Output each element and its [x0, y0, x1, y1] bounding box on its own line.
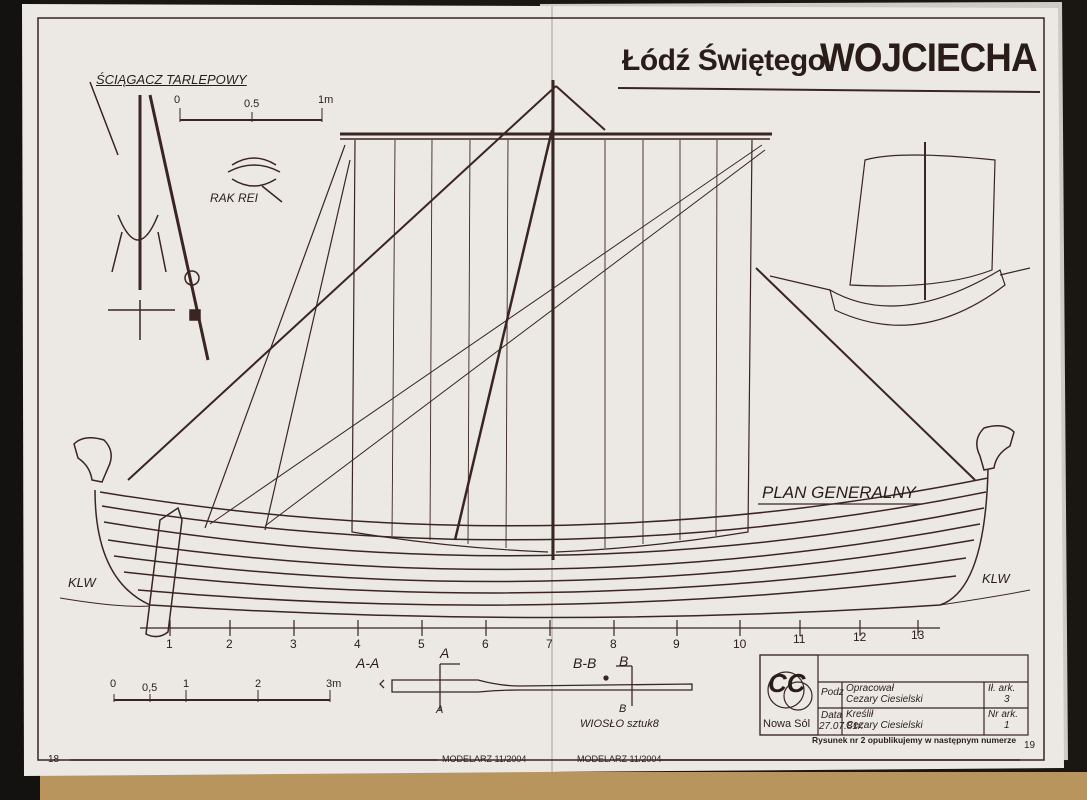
sciagacz-detail	[89, 81, 210, 361]
page-number-right: 19	[1024, 740, 1036, 751]
frame-number: 6	[482, 637, 489, 651]
frame-number: 1	[166, 637, 173, 651]
frame-number: 9	[673, 637, 680, 651]
rak-rei-detail	[227, 157, 283, 203]
section-b-top-mark: B	[619, 653, 629, 669]
frame-number: 8	[610, 637, 617, 651]
title-block-author1: Cezary Ciesielski	[846, 694, 923, 705]
rak-rei-label: RAK REI	[210, 191, 259, 205]
title-block-kreslil: Kreślił	[846, 709, 874, 720]
oar-label: WIOSŁO sztuk8	[580, 718, 659, 730]
frame-number: 11	[793, 632, 806, 646]
section-a-bottom-mark: A	[436, 704, 444, 716]
klw-left-label: KLW	[68, 575, 96, 590]
frame-number: 10	[733, 637, 747, 651]
rigging	[127, 85, 976, 541]
frame-number: 7	[546, 637, 553, 651]
small-scale-bar	[179, 108, 323, 122]
title-block-nr-value: 1	[1004, 720, 1010, 731]
large-scale-tick: 2	[255, 678, 262, 690]
sail	[340, 132, 772, 553]
klw-right-label: KLW	[982, 571, 1010, 586]
title-prefix: Łódź Świętego	[622, 44, 826, 77]
section-b-bottom-mark: B	[619, 703, 627, 715]
plan-label: PLAN GENERALNY	[762, 483, 916, 502]
title-block-podz-label: Podz	[821, 687, 844, 698]
title-block-author2: Cezary Ciesielski	[846, 720, 923, 731]
frame-baseline	[140, 620, 940, 636]
hull	[59, 469, 1031, 619]
footer-note: Rysunek nr 2 opublikujemy w następnym nu…	[812, 735, 1017, 745]
frame-number: 13	[911, 628, 925, 642]
title-block-nr-label: Nr ark.	[988, 709, 1018, 720]
large-scale-tick: 0,5	[142, 682, 158, 694]
table-surface	[0, 772, 1087, 800]
large-scale-tick: 3m	[326, 678, 342, 690]
dragon-heads	[73, 425, 1015, 483]
paper	[22, 4, 1064, 776]
title-block-city: Nowa Sól	[763, 718, 811, 730]
drawing-border	[37, 17, 1045, 761]
frame-number: 4	[354, 637, 361, 651]
section-a-top-mark: A	[440, 645, 450, 661]
section-aa-label: A-A	[356, 655, 380, 671]
small-scale-tick: 0.5	[244, 98, 260, 110]
title-block-logo: CC	[768, 668, 806, 698]
sciagacz-label: ŚCIĄGACZ TARLEPOWY	[96, 72, 247, 87]
large-scale-bar	[113, 690, 331, 702]
small-scale-tick: 0	[174, 94, 181, 106]
title-block-opracowal: Opracował	[846, 683, 894, 694]
small-scale-tick: 1m	[318, 94, 334, 106]
steering-oar	[145, 506, 183, 638]
frame-number: 5	[418, 637, 425, 651]
title-name: WOJCIECHA	[820, 36, 1038, 80]
frame-number: 12	[853, 630, 867, 644]
frame-number: 2	[226, 637, 233, 651]
title-block-ark-label: Ił. ark.	[988, 683, 1016, 694]
frame-number: 3	[290, 637, 297, 651]
title-block	[759, 654, 1029, 736]
large-scale-tick: 0	[110, 678, 117, 690]
title-block-ark-value: 3	[1004, 694, 1010, 705]
page-number-left: 18	[48, 754, 60, 765]
large-scale-tick: 1	[183, 678, 190, 690]
magazine-issue-right: MODELARZ 11/2004	[577, 754, 662, 764]
title-block-data-label: Data	[821, 710, 843, 721]
oar-drawing	[379, 663, 693, 710]
magazine-issue-left: MODELARZ 11/2004	[442, 754, 527, 764]
section-bb-label: B-B	[573, 655, 597, 671]
title-underline	[617, 87, 1041, 93]
title-block-date: 27.07.81r.	[819, 721, 864, 732]
perspective-ship	[769, 142, 1031, 326]
